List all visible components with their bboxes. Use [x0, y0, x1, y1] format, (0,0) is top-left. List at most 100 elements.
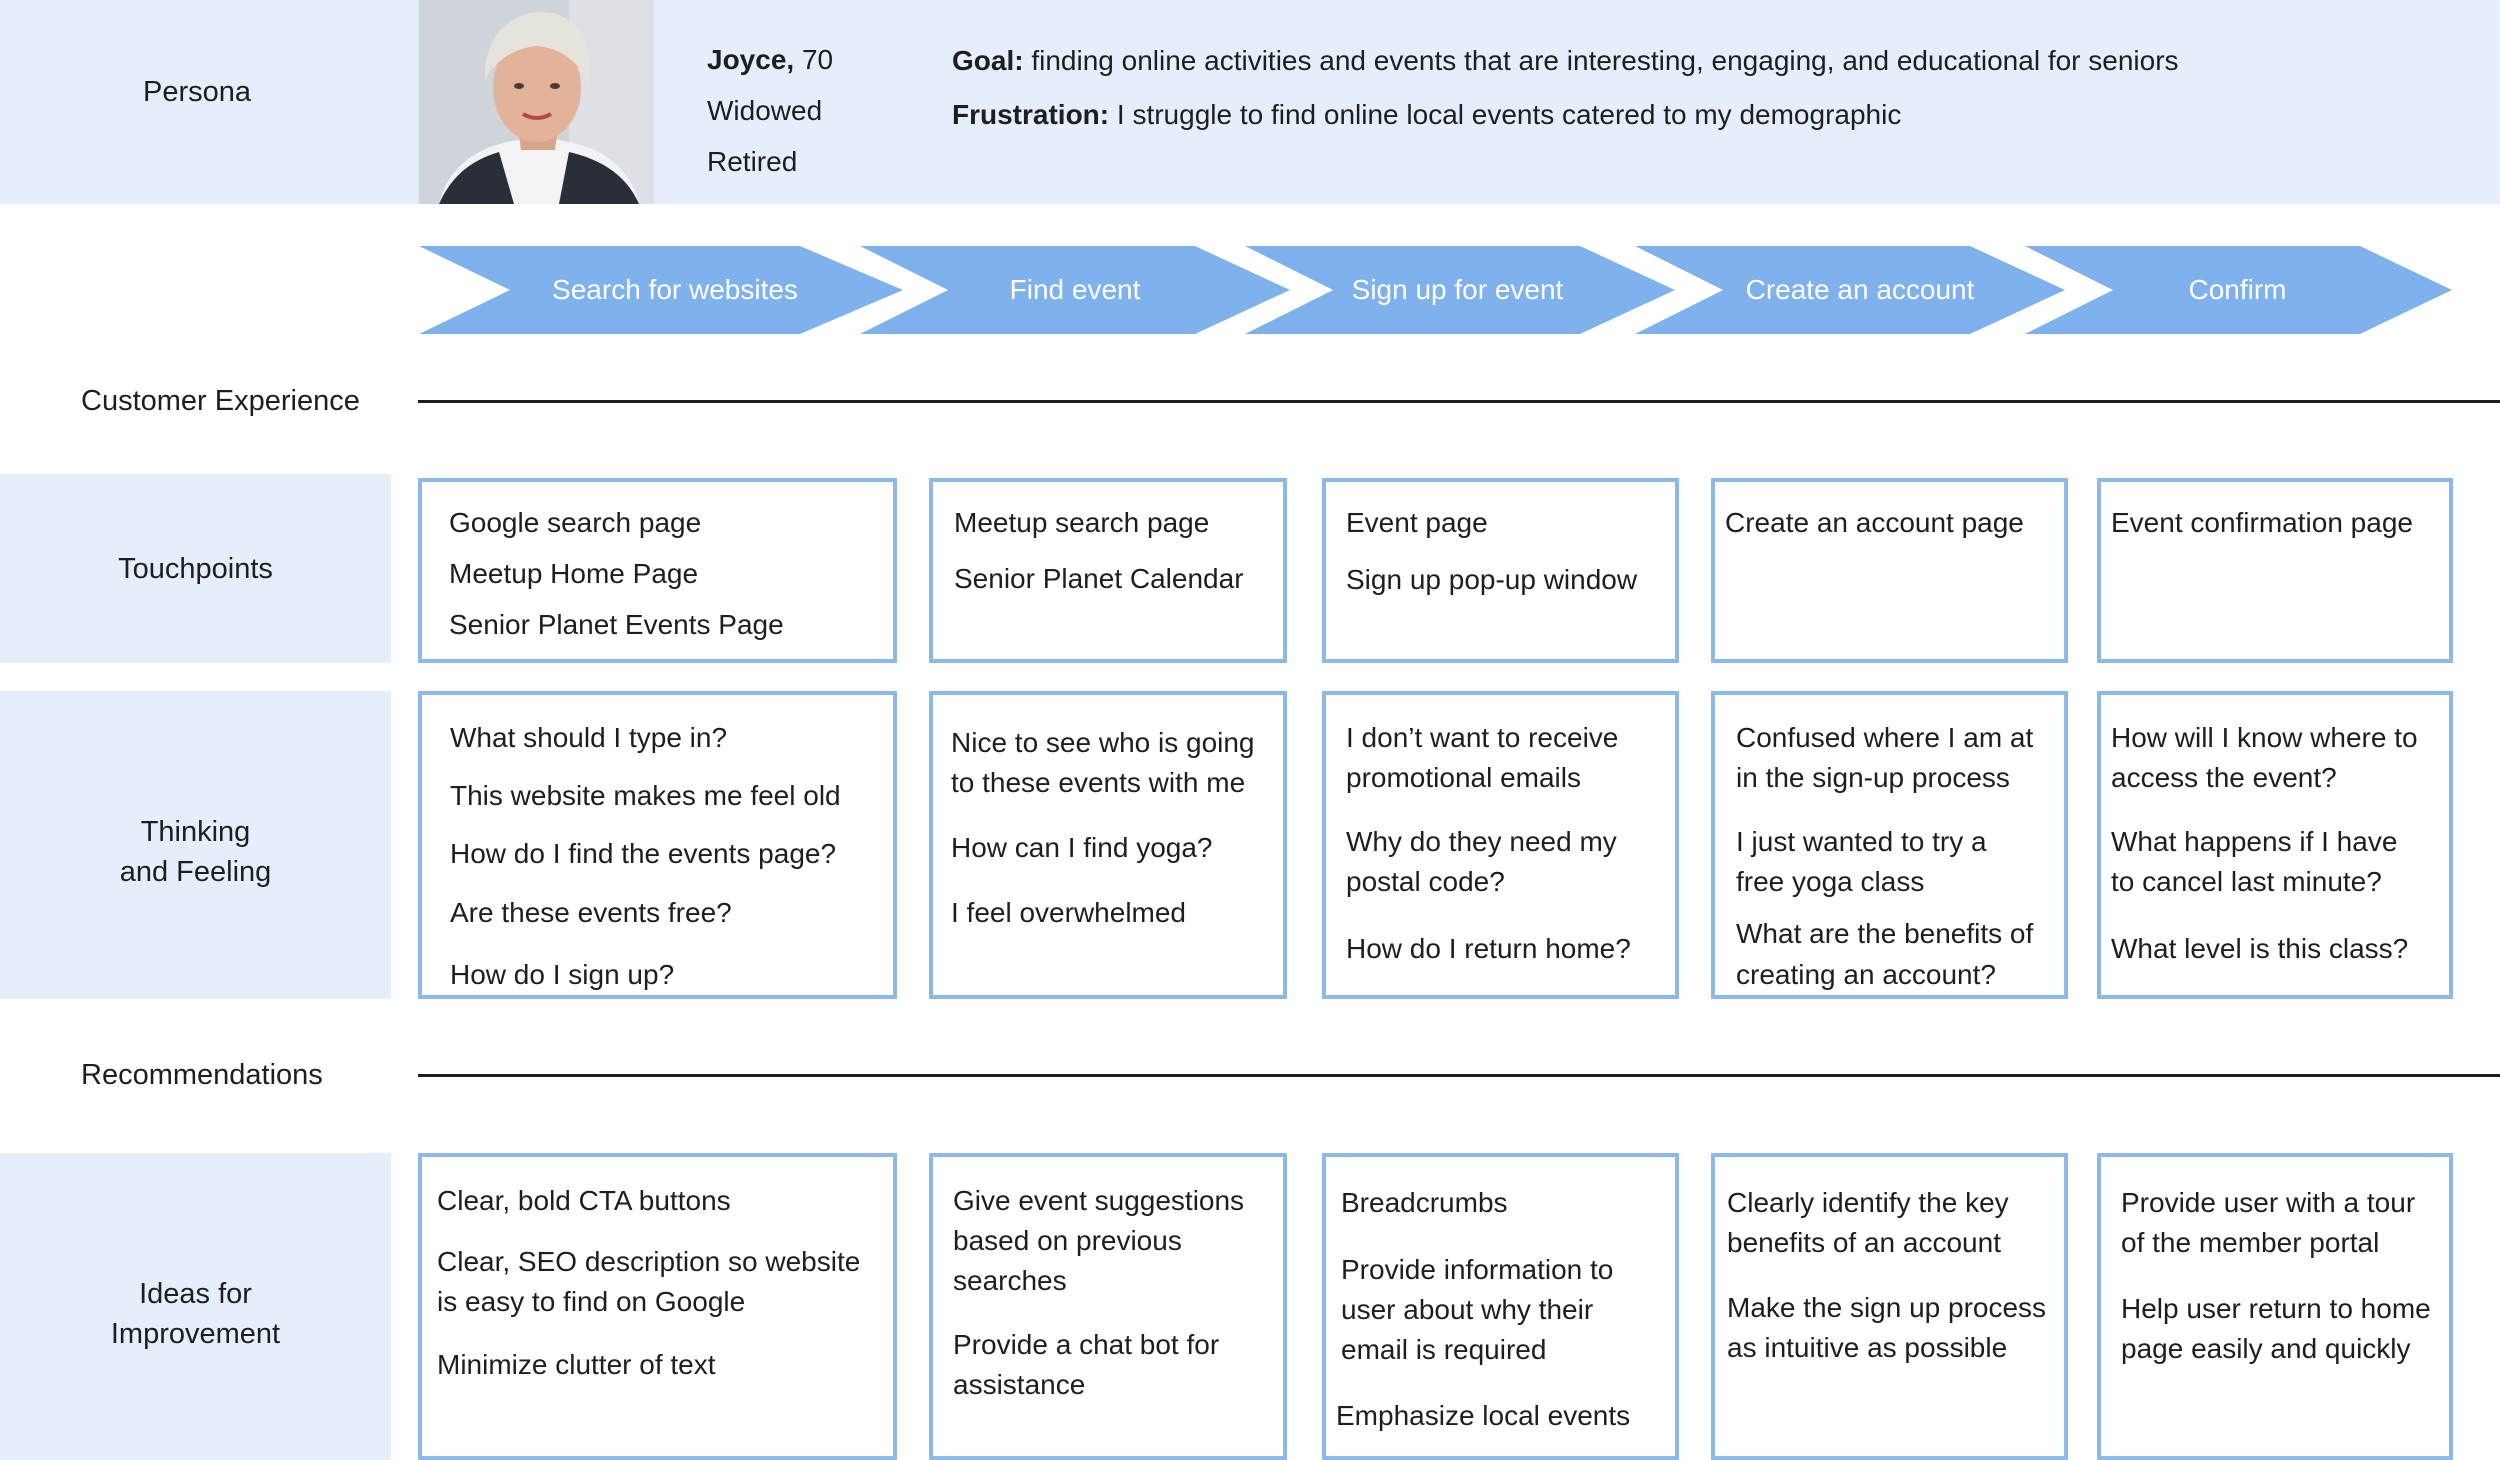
idea-item: Provide information to	[1341, 1254, 1614, 1285]
recommendations-label: Recommendations	[81, 1059, 323, 1091]
touchpoint-item: Event confirmation page	[2111, 507, 2413, 538]
idea-item: Emphasize local events	[1336, 1400, 1631, 1431]
idea-item: Provide a chat bot for	[953, 1329, 1220, 1360]
touchpoint-item: Event page	[1346, 507, 1488, 538]
idea-item: searches	[953, 1265, 1067, 1296]
goal-label: Goal:	[952, 45, 1024, 76]
thinking-item: access the event?	[2111, 762, 2337, 793]
idea-item: Make the sign up process	[1727, 1292, 2047, 1323]
thinking-item: What happens if I have	[2111, 826, 2398, 857]
persona-status: Widowed	[707, 95, 823, 126]
idea-item: Give event suggestions	[953, 1185, 1245, 1216]
idea-item: Clear, SEO description so website	[437, 1246, 861, 1277]
idea-item: email is required	[1341, 1334, 1547, 1365]
persona-info: Joyce, 70 Widowed Retired	[707, 34, 833, 187]
persona-label: Persona	[143, 76, 252, 108]
idea-item: Provide user with a tour	[2121, 1187, 2416, 1218]
journey-stages	[419, 246, 2452, 334]
touchpoint-item: Create an account page	[1725, 507, 2024, 538]
idea-item: Breadcrumbs	[1341, 1187, 1508, 1218]
ideas-box-2	[929, 1153, 1287, 1460]
frustration-text: I struggle to find online local events c…	[1109, 99, 1902, 130]
stage-label-2: Find event	[1009, 274, 1141, 305]
touchpoint-box-3	[1322, 478, 1679, 663]
idea-item: Clearly identify the key	[1727, 1187, 2009, 1218]
stage-label-1: Search for websites	[552, 274, 798, 305]
touchpoint-box-4	[1711, 478, 2068, 663]
touchpoints-band	[0, 474, 391, 663]
recommendations-divider	[418, 1074, 2500, 1077]
idea-item: benefits of an account	[1727, 1227, 2001, 1258]
idea-item: is easy to find on Google	[437, 1286, 746, 1317]
thinking-box-1	[418, 691, 897, 999]
thinking-item: What are the benefits of	[1736, 918, 2034, 949]
persona-occupation: Retired	[707, 146, 798, 177]
thinking-item: creating an account?	[1736, 959, 1996, 990]
idea-item: assistance	[953, 1369, 1086, 1400]
customer-experience-label: Customer Experience	[81, 385, 360, 417]
idea-item: user about why their	[1341, 1294, 1594, 1325]
thinking-band	[0, 691, 391, 999]
thinking-item: I feel overwhelmed	[951, 897, 1187, 928]
stage-arrow-2	[860, 246, 1290, 334]
thinking-item: How will I know where to	[2111, 722, 2418, 753]
touchpoints-label: Touchpoints	[118, 553, 273, 585]
thinking-box-2	[929, 691, 1287, 999]
touchpoint-item: Google search page	[449, 507, 702, 538]
persona-age: 70	[794, 44, 834, 75]
thinking-item: I just wanted to try a	[1736, 826, 1987, 857]
thinking-feeling-label-line2: and Feeling	[119, 856, 272, 888]
ideas-box-1	[418, 1153, 897, 1460]
stage-arrow-1	[419, 246, 903, 334]
thinking-item: How do I return home?	[1346, 933, 1631, 964]
stage-label-3: Sign up for event	[1351, 274, 1564, 305]
stage-arrow-5	[2025, 246, 2452, 334]
persona-portrait-image	[419, 0, 654, 204]
idea-item: as intuitive as possible	[1727, 1332, 2008, 1363]
idea-item: based on previous	[953, 1225, 1182, 1256]
thinking-item: Nice to see who is going	[951, 727, 1255, 758]
persona-name: Joyce,	[707, 44, 795, 75]
idea-item: Minimize clutter of text	[437, 1349, 716, 1380]
thinking-item: What level is this class?	[2111, 933, 2409, 964]
ideas-band	[0, 1153, 391, 1460]
persona-goals: Goal: finding online activities and even…	[952, 34, 2179, 142]
thinking-item: to cancel last minute?	[2111, 866, 2382, 897]
frustration-line: Frustration: I struggle to find online l…	[952, 88, 2179, 142]
touchpoint-item: Meetup search page	[954, 507, 1210, 538]
goal-text: finding online activities and events tha…	[1023, 45, 2179, 76]
customer-experience-divider	[418, 400, 2500, 403]
touchpoint-item: Senior Planet Events Page	[449, 609, 784, 640]
thinking-box-4	[1711, 691, 2068, 999]
idea-item: Clear, bold CTA buttons	[437, 1185, 731, 1216]
thinking-item: Confused where I am at	[1736, 722, 2034, 753]
touchpoint-box-1	[418, 478, 897, 663]
ideas-label-line2: Improvement	[110, 1318, 281, 1350]
thinking-item: What should I type in?	[450, 722, 728, 753]
thinking-item: to these events with me	[951, 767, 1246, 798]
ideas-box-3	[1322, 1153, 1679, 1460]
idea-item: Help user return to home	[2121, 1293, 2431, 1324]
thinking-item: I don’t want to receive	[1346, 722, 1619, 753]
goal-line: Goal: finding online activities and even…	[952, 34, 2179, 88]
thinking-box-3	[1322, 691, 1679, 999]
touchpoint-box-5	[2097, 478, 2453, 663]
thinking-item: How do I sign up?	[450, 959, 675, 990]
ideas-box-5	[2097, 1153, 2453, 1460]
thinking-item: Why do they need my	[1346, 826, 1617, 857]
thinking-item: in the sign-up process	[1736, 762, 2010, 793]
touchpoint-box-2	[929, 478, 1287, 663]
stage-label-5: Confirm	[2188, 274, 2287, 305]
stage-label-4: Create an account	[1745, 274, 1975, 305]
thinking-item: How can I find yoga?	[951, 832, 1213, 863]
ideas-box-4	[1711, 1153, 2068, 1460]
thinking-item: free yoga class	[1736, 866, 1925, 897]
persona-band	[0, 0, 2500, 204]
idea-item: of the member portal	[2121, 1227, 2380, 1258]
stage-arrow-3	[1245, 246, 1675, 334]
persona-name-line: Joyce, 70	[707, 34, 833, 85]
touchpoint-item: Sign up pop-up window	[1346, 564, 1638, 595]
idea-item: page easily and quickly	[2121, 1333, 2411, 1364]
touchpoint-item: Senior Planet Calendar	[954, 563, 1244, 594]
thinking-item: postal code?	[1346, 866, 1505, 897]
